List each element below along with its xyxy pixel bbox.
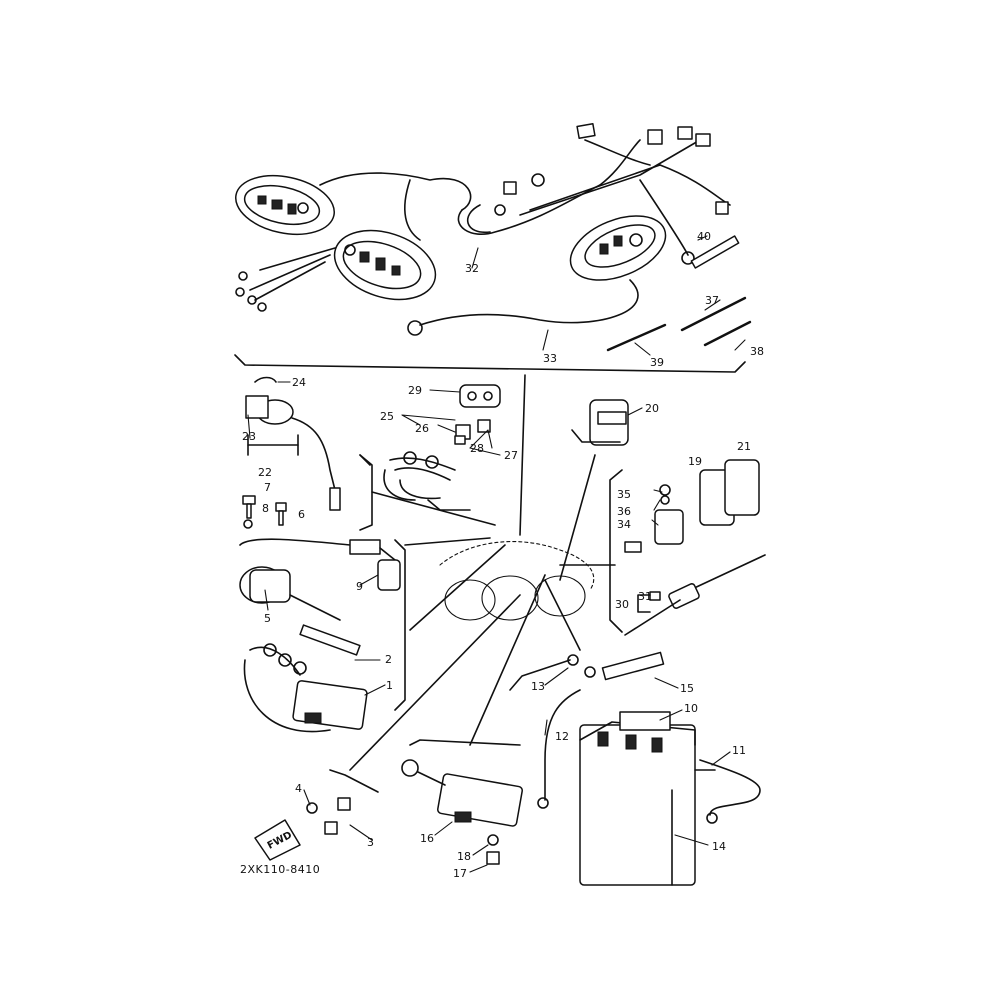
label-14: 14 xyxy=(712,840,726,853)
label-36: 36 xyxy=(617,505,631,518)
label-16: 16 xyxy=(420,832,434,845)
diagram-code: 2XK110-8410 xyxy=(240,863,320,876)
label-2: 2 xyxy=(385,653,392,666)
label-21: 21 xyxy=(737,440,751,453)
label-13: 13 xyxy=(531,680,545,693)
frame-leader-lines xyxy=(349,374,616,771)
label-10: 10 xyxy=(684,702,698,715)
wire-harness-illustration xyxy=(234,122,752,373)
label-32: 32 xyxy=(465,262,479,275)
label-29: 29 xyxy=(408,384,422,397)
label-34: 34 xyxy=(617,518,631,531)
label-17: 17 xyxy=(453,867,467,880)
label-9: 9 xyxy=(356,580,363,593)
battery-illustration xyxy=(254,651,761,886)
label-35: 35 xyxy=(617,488,631,501)
label-15: 15 xyxy=(680,682,694,695)
label-33: 33 xyxy=(543,352,557,365)
label-3: 3 xyxy=(367,836,374,849)
label-30: 30 xyxy=(615,598,629,611)
label-40: 40 xyxy=(697,230,711,243)
label-8: 8 xyxy=(262,502,269,515)
label-11: 11 xyxy=(732,744,746,757)
label-22: 22 xyxy=(258,466,272,479)
callout-leaders xyxy=(247,235,746,873)
label-4: 4 xyxy=(295,782,302,795)
ignition-parts-illustration xyxy=(239,376,406,733)
label-28: 28 xyxy=(470,442,484,455)
label-18: 18 xyxy=(457,850,471,863)
callout-labels: 24 32 33 40 37 38 39 29 25 26 28 27 20 2… xyxy=(242,230,764,880)
label-25: 25 xyxy=(380,410,394,423)
label-37: 37 xyxy=(705,294,719,307)
label-12: 12 xyxy=(555,730,569,743)
relays-illustration xyxy=(571,399,766,636)
label-24: 24 xyxy=(292,376,306,389)
label-26: 26 xyxy=(415,422,429,435)
label-19: 19 xyxy=(688,455,702,468)
label-5: 5 xyxy=(264,612,271,625)
label-31: 31 xyxy=(638,590,652,603)
connectors-illustration xyxy=(359,384,501,511)
label-20: 20 xyxy=(645,402,659,415)
label-6: 6 xyxy=(298,508,305,521)
label-1: 1 xyxy=(386,679,393,692)
label-7: 7 xyxy=(264,481,271,494)
label-38: 38 xyxy=(750,345,764,358)
label-39: 39 xyxy=(650,356,664,369)
label-27: 27 xyxy=(504,449,518,462)
label-23: 23 xyxy=(242,430,256,443)
